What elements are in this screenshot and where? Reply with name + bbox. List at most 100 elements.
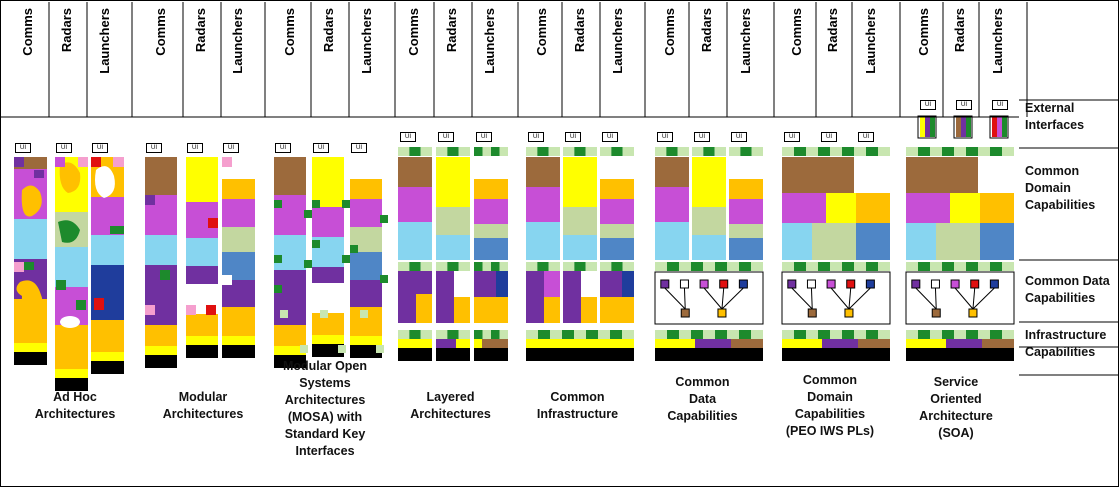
capability-block xyxy=(474,157,508,179)
capability-block xyxy=(474,271,496,297)
interface-notch xyxy=(751,330,763,339)
interface-notch xyxy=(930,262,942,271)
capability-block xyxy=(145,157,177,195)
capability-block xyxy=(692,157,726,207)
capability-block xyxy=(350,179,382,199)
data-link xyxy=(721,287,744,310)
capability-block xyxy=(474,238,508,260)
column-label-comms: Comms xyxy=(534,8,549,56)
interface-notch xyxy=(878,147,890,156)
capability-block xyxy=(145,235,177,265)
interface-bar xyxy=(925,117,930,137)
small-block xyxy=(145,195,155,205)
interface-frame xyxy=(917,115,937,139)
interface-notch xyxy=(878,330,890,339)
capability-block xyxy=(980,193,1014,223)
interface-notch xyxy=(563,262,575,271)
data-link xyxy=(954,287,974,310)
capability-block xyxy=(398,294,416,323)
capability-block xyxy=(474,179,508,199)
data-store xyxy=(807,308,817,318)
capability-block xyxy=(398,222,432,260)
interface-bar xyxy=(992,117,997,137)
capability-block xyxy=(222,307,255,336)
interface-bar xyxy=(997,117,1002,137)
interface-notch xyxy=(420,262,432,271)
capability-block xyxy=(186,314,218,336)
capability-block xyxy=(398,271,432,294)
interface-notch xyxy=(342,200,350,208)
interface-notch xyxy=(398,330,410,339)
capability-block xyxy=(980,223,1014,260)
interface-notch xyxy=(842,330,854,339)
data-node xyxy=(911,279,921,289)
interface-notch xyxy=(830,262,842,271)
capability-block xyxy=(729,157,763,179)
interface-notch xyxy=(436,147,448,156)
interface-notch xyxy=(727,330,739,339)
interface-notch xyxy=(458,262,470,271)
interface-bar xyxy=(956,117,961,137)
interface-notch xyxy=(782,330,794,339)
capability-block xyxy=(782,157,854,193)
capability-block xyxy=(854,157,890,193)
ui-box: UI xyxy=(313,143,329,153)
column-label-launchers: Launchers xyxy=(737,8,753,74)
interface-notch xyxy=(990,262,1002,271)
interface-notch xyxy=(751,147,763,156)
interface-notch xyxy=(954,262,966,271)
capability-block xyxy=(856,193,890,223)
ui-box: UI xyxy=(858,132,874,142)
capability-block xyxy=(563,271,581,323)
data-link xyxy=(934,287,937,310)
interface-notch xyxy=(782,147,794,156)
column-label-comms: Comms xyxy=(661,8,677,56)
capability-block xyxy=(14,352,47,365)
ui-box: UI xyxy=(731,132,747,142)
interface-notch xyxy=(420,330,432,339)
column-label-launchers: Launchers xyxy=(609,8,625,74)
interface-notch xyxy=(491,147,500,156)
interface-notch xyxy=(537,147,549,156)
capability-block xyxy=(222,345,255,358)
small-block xyxy=(76,300,86,310)
capability-block xyxy=(398,348,432,361)
capability-block xyxy=(14,343,47,352)
interface-notch xyxy=(677,147,689,156)
capability-block xyxy=(526,271,544,323)
capability-block xyxy=(474,297,508,323)
interface-bar xyxy=(961,117,966,137)
data-node xyxy=(719,279,729,289)
capability-block xyxy=(655,348,763,361)
interface-notch xyxy=(854,262,866,271)
capability-block xyxy=(563,157,597,207)
interface-notch xyxy=(586,330,598,339)
capability-block xyxy=(581,297,597,323)
interface-notch xyxy=(550,330,562,339)
data-node xyxy=(826,279,836,289)
interface-notch xyxy=(274,285,282,293)
capability-block xyxy=(350,336,382,345)
interface-notch xyxy=(474,262,483,271)
interface-notch xyxy=(622,262,634,271)
interface-notch xyxy=(474,147,483,156)
capability-block xyxy=(91,361,124,374)
capability-block xyxy=(600,179,634,199)
capability-block xyxy=(906,223,936,260)
capability-block xyxy=(544,297,560,323)
interface-notch xyxy=(679,262,691,271)
interface-notch xyxy=(751,262,763,271)
interface-notch xyxy=(806,262,818,271)
interface-notch xyxy=(1002,147,1014,156)
interface-notch xyxy=(942,262,954,271)
ui-box: UI xyxy=(821,132,837,142)
capability-block xyxy=(91,265,124,320)
interface-notch xyxy=(600,147,612,156)
interface-notch xyxy=(538,330,550,339)
interface-notch xyxy=(655,330,667,339)
data-node xyxy=(660,279,670,289)
interface-notch xyxy=(526,330,538,339)
interface-notch xyxy=(942,147,954,156)
interface-notch xyxy=(458,147,470,156)
